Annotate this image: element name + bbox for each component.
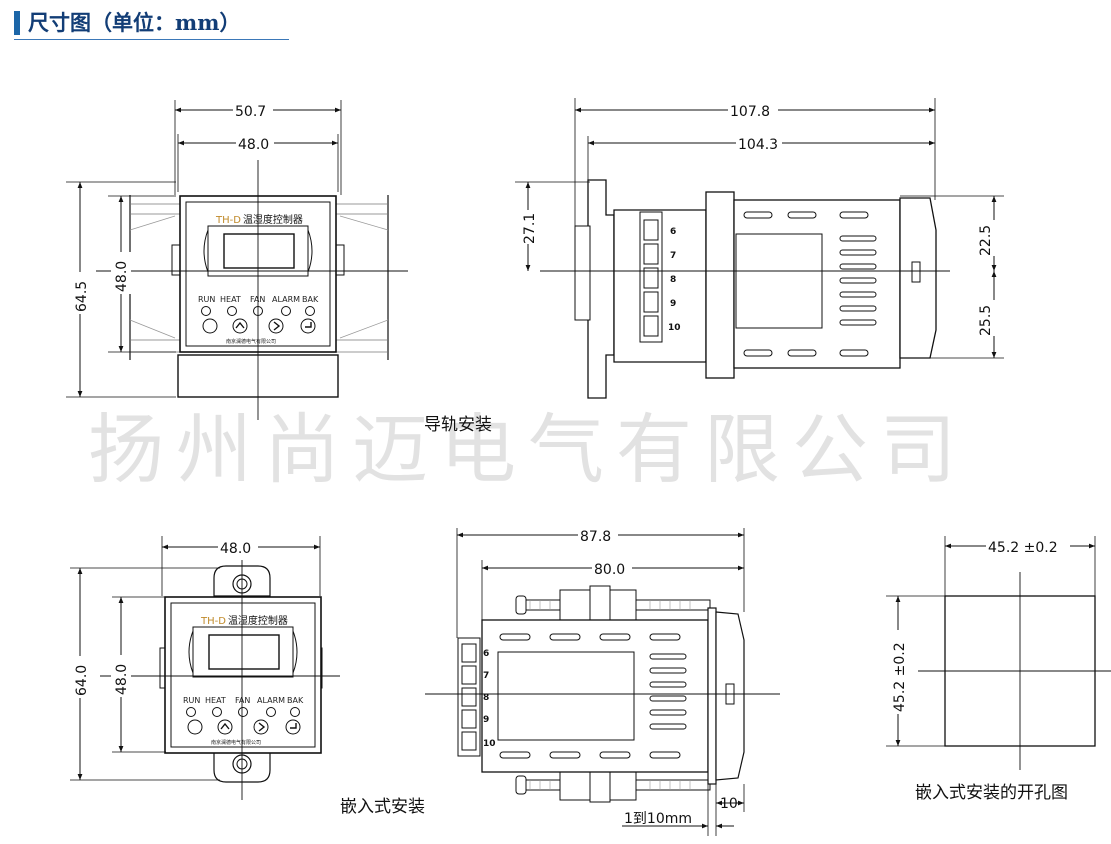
dim-rail-side-length-inner: 104.3	[738, 137, 778, 153]
led-label-alarm-2: ALARM	[257, 696, 285, 705]
terminal-6-a: 6	[670, 227, 676, 237]
terminal-7-b: 7	[483, 671, 489, 681]
led-label-run-1: RUN	[198, 295, 215, 304]
dim-embed-front-height-outer: 64.0	[74, 665, 90, 696]
dim-rail-front-width-inner: 48.0	[238, 137, 269, 153]
rail-side-view: 6 7 8 9 10 107.8 104.3 27.1	[515, 98, 1004, 399]
terminal-6-b: 6	[483, 649, 489, 659]
led-label-run-2: RUN	[183, 696, 200, 705]
dim-lower-half: 25.5	[978, 305, 994, 336]
dim-cutout-height: 45.2 ±0.2	[892, 642, 908, 712]
cutout-view: 45.2 ±0.2 45.2 ±0.2	[886, 536, 1111, 770]
terminal-9-a: 9	[670, 299, 676, 309]
section-header: 尺寸图（单位：mm）	[14, 8, 289, 40]
caption-rail-install: 导轨安装	[424, 415, 492, 435]
dim-rail-front-width-outer: 50.7	[235, 104, 266, 120]
header-title: 尺寸图（单位：mm）	[28, 10, 241, 35]
terminal-9-b: 9	[483, 715, 489, 725]
embed-side-view: 6 7 8 9 10 87.8 80.0 10 1到10mm	[425, 527, 780, 836]
dim-cutout-width: 45.2 ±0.2	[988, 540, 1058, 556]
dim-rail-side-length-outer: 107.8	[730, 104, 770, 120]
terminal-8-a: 8	[670, 275, 676, 285]
led-label-alarm-1: ALARM	[272, 295, 300, 304]
dim-embed-front-width: 48.0	[220, 541, 251, 557]
dim-embed-side-length-outer: 87.8	[580, 529, 611, 545]
terminal-10-a: 10	[668, 323, 681, 333]
led-label-fan-2: FAN	[235, 696, 250, 705]
led-label-bak-2: BAK	[287, 696, 304, 705]
dim-rail-height: 27.1	[522, 213, 538, 244]
dim-rail-front-height-inner: 48.0	[114, 261, 130, 292]
terminal-block-1	[639, 211, 663, 343]
caption-cutout: 嵌入式安装的开孔图	[915, 783, 1068, 803]
terminal-7-a: 7	[670, 251, 676, 261]
led-label-heat-1: HEAT	[220, 295, 241, 304]
header-underline	[14, 39, 289, 40]
company-label-1: 南京澜德电气有限公司	[226, 338, 276, 345]
dim-front-thickness: 10	[720, 796, 738, 812]
terminal-8-b: 8	[483, 693, 489, 703]
watermark: 扬州尚迈电气有限公司	[88, 405, 968, 494]
terminal-10-b: 10	[483, 739, 496, 749]
led-label-heat-2: HEAT	[205, 696, 226, 705]
dim-rail-front-height-outer: 64.5	[74, 281, 90, 312]
company-label-2: 南京澜德电气有限公司	[211, 739, 261, 746]
dim-upper-half: 22.5	[978, 225, 994, 256]
header-accent-bar	[14, 11, 20, 35]
caption-embed-install: 嵌入式安装	[340, 797, 425, 817]
dim-embed-side-length-inner: 80.0	[594, 562, 625, 578]
dim-embed-front-height-inner: 48.0	[114, 664, 130, 695]
dim-panel-thickness: 1到10mm	[624, 811, 692, 827]
led-label-bak-1: BAK	[302, 295, 319, 304]
